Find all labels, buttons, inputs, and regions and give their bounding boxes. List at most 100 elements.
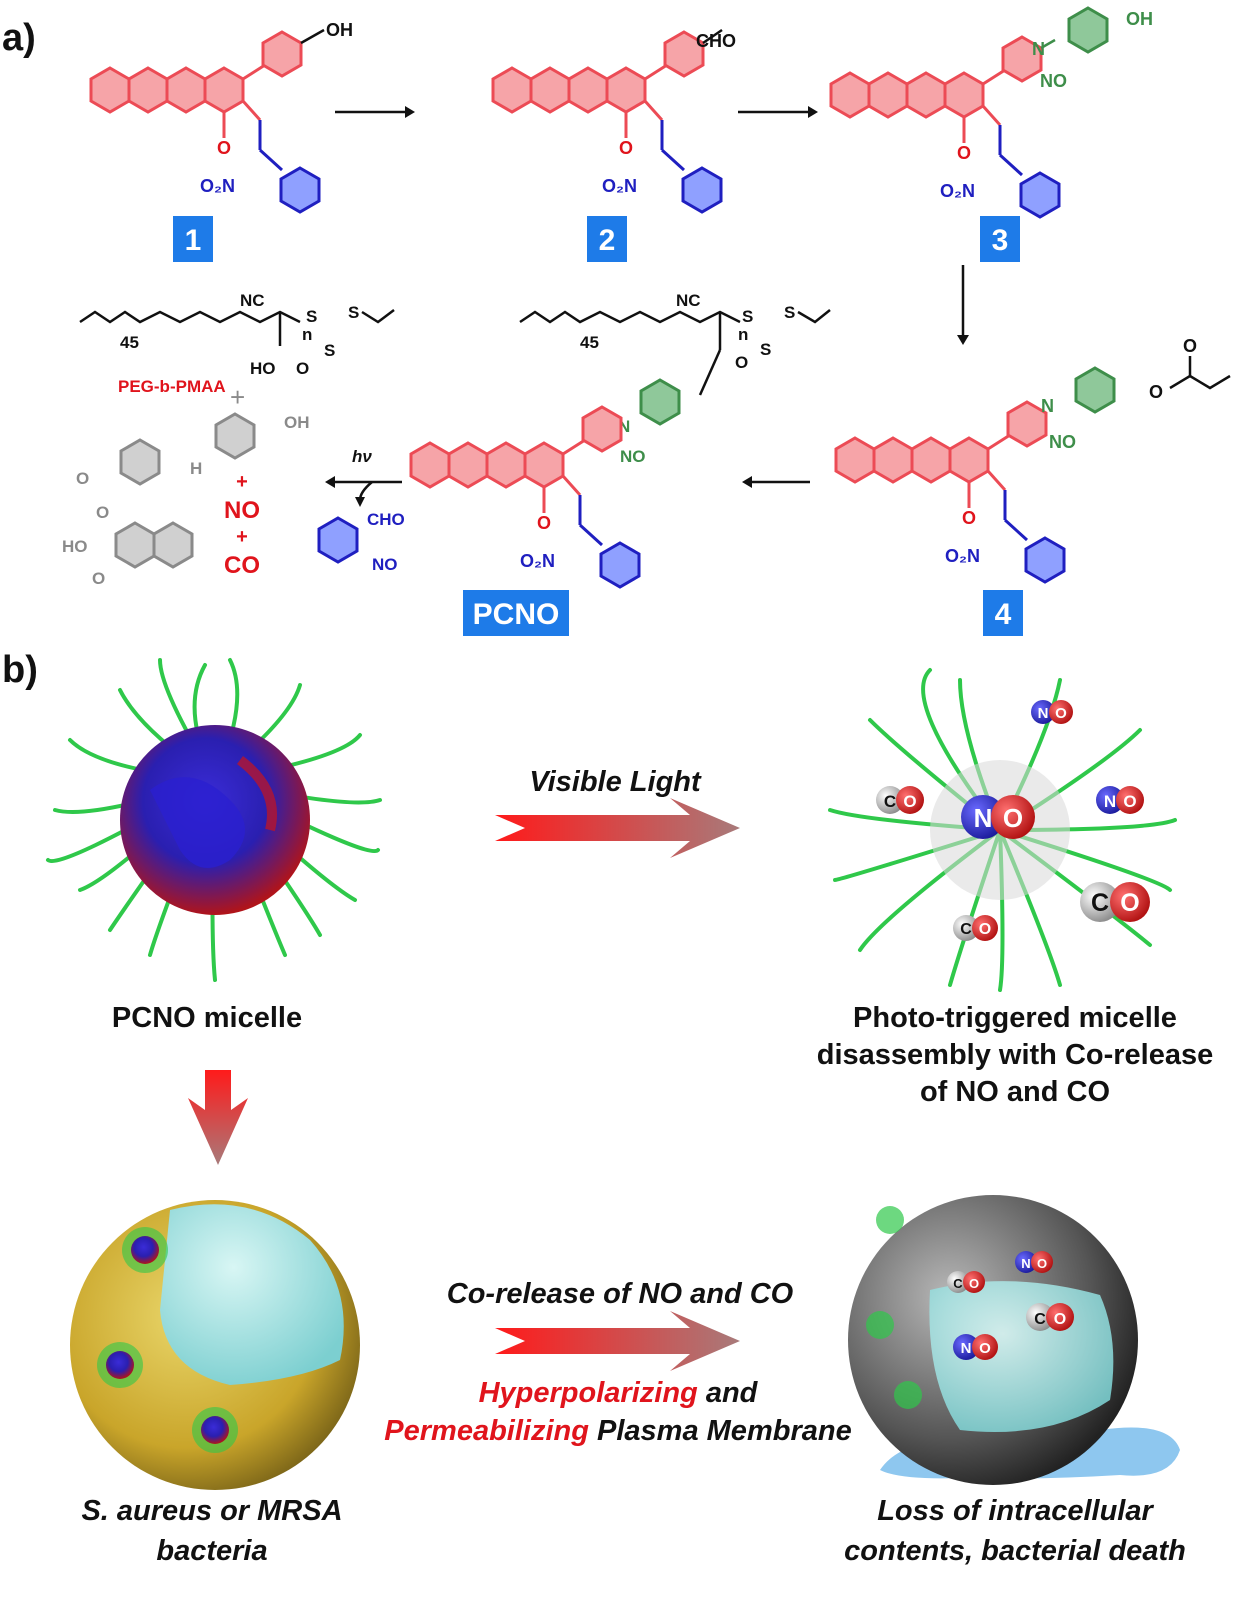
nitro-group: O₂N (940, 181, 975, 201)
trithio-s2: S (784, 303, 795, 322)
nitroso-group: NO (620, 447, 646, 466)
acid-o: O (296, 359, 309, 378)
photolysis-arrow: hν (325, 447, 402, 507)
bacteria-caption-line2: bacteria (156, 1535, 267, 1567)
nitro-group: O₂N (200, 176, 235, 196)
visible-light-arrow (495, 798, 740, 858)
death-caption-line2: contents, bacterial death (844, 1535, 1186, 1567)
no-molecule-small: N O (953, 1334, 998, 1360)
plus-sign: + (230, 382, 245, 412)
no-group: NO (372, 555, 398, 574)
cho-group: CHO (696, 31, 736, 51)
n-atom: N (1021, 1256, 1030, 1271)
pcno-badge (463, 590, 569, 636)
trithio-s1: S (306, 307, 317, 326)
trithio-s1: S (742, 307, 753, 326)
o-atom: O (1120, 889, 1139, 917)
nc-group: NC (676, 291, 701, 310)
membrane-effect-line2: Permeabilizing Plasma Membrane (384, 1415, 851, 1447)
carbonyl-o: O (537, 513, 551, 533)
nitrosobenzaldehyde: CHO NO (317, 510, 405, 574)
disassembly-caption-line3: of NO and CO (920, 1076, 1110, 1108)
ester-o: O (1149, 382, 1163, 402)
panel-b-label: b) (2, 649, 38, 691)
cho-group: CHO (367, 510, 405, 529)
n-atom: N (974, 803, 993, 833)
trithio-s3: S (324, 341, 335, 360)
co-molecule-small: C O (876, 786, 924, 814)
nitro-group: O₂N (520, 551, 555, 571)
amine-n: N (1041, 396, 1054, 416)
pcno-structure: 45 NC n S S S O N NO O O₂N (411, 291, 831, 587)
corelease-label: Co-release of NO and CO (447, 1278, 794, 1310)
compound-3-structure: N NO OH O₂N O (831, 6, 1153, 217)
compound-3-badge (980, 216, 1020, 262)
attached-micelle (97, 1342, 143, 1388)
o-atom: O (969, 1276, 979, 1291)
n-atom: N (1038, 705, 1049, 722)
co-molecule-small: C O (1026, 1303, 1074, 1331)
compound-4-structure: N NO O O O₂N O (836, 336, 1231, 582)
o-atom: O (1055, 705, 1067, 722)
polymer-n: n (738, 325, 748, 344)
c-atom: C (1034, 1311, 1046, 1328)
compound-1-structure: OH O₂N O (91, 20, 353, 212)
oh-group: OH (284, 413, 310, 432)
amine-n: N (1032, 39, 1045, 59)
and-text: and (698, 1377, 759, 1409)
n-atom: N (961, 1340, 972, 1357)
ester-o: O (96, 503, 109, 522)
plus-sign: + (236, 526, 248, 548)
disassembly-caption-line2: disassembly with Co-release (817, 1039, 1214, 1071)
compound-2-badge (587, 216, 627, 262)
o-atom: O (1123, 792, 1136, 811)
hyperpolarizing-text: Hyperpolarizing (479, 1377, 698, 1409)
corelease-arrow (495, 1311, 740, 1371)
peg-pmaa-structure: 45 NC n S S S HO O (79, 291, 395, 378)
trithio-s2: S (348, 303, 359, 322)
peg-subscript: 45 (120, 333, 139, 352)
released-no: NO (224, 497, 260, 524)
micelle-to-bacteria-arrow (188, 1070, 248, 1165)
pcno-label: PCNO (473, 598, 560, 631)
death-caption-line1: Loss of intracellular (877, 1495, 1154, 1527)
nitroso-group: NO (1040, 71, 1067, 91)
c-atom: C (953, 1276, 963, 1291)
o-atom: O (1037, 1256, 1047, 1271)
bacterium-illustration (70, 1200, 360, 1490)
co-molecule-small: C O (947, 1271, 985, 1293)
carbonyl-o: O (217, 138, 231, 158)
carbonyl-o: O (1183, 336, 1197, 356)
compound-3-number: 3 (992, 224, 1009, 257)
o-atom: O (1003, 803, 1023, 833)
o-atom: O (979, 1340, 991, 1357)
no-molecule-small: N O (1096, 786, 1144, 814)
carbonyl-o: O (957, 143, 971, 163)
compound-2-number: 2 (599, 224, 616, 257)
o-atom: O (979, 921, 991, 938)
trithio-s3: S (760, 340, 771, 359)
c-atom: C (884, 792, 896, 811)
released-co: CO (224, 552, 260, 579)
compound-4-number: 4 (995, 598, 1012, 631)
membrane-effect-line1: Hyperpolarizing and (479, 1377, 759, 1409)
acid-ho: HO (250, 359, 276, 378)
nc-group: NC (240, 291, 265, 310)
co-molecule-large: C O (1080, 882, 1150, 922)
oh-group: OH (1126, 9, 1153, 29)
o-atom: O (1054, 1311, 1066, 1328)
amine-h: H (190, 459, 202, 478)
attached-micelle (192, 1407, 238, 1453)
compound-2-structure: CHO O₂N O (493, 28, 736, 212)
visible-light-label: Visible Light (529, 766, 702, 798)
nitro-group: O₂N (945, 546, 980, 566)
no-molecule-small: N O (1031, 700, 1073, 724)
hv-label: hν (352, 447, 372, 466)
c-atom: C (1091, 889, 1109, 917)
n-atom: N (1104, 792, 1116, 811)
gray-photoproduct: H OH O O HO O (62, 412, 310, 588)
o-atom: O (903, 792, 916, 811)
acid-o: O (92, 569, 105, 588)
bacteria-caption-line1: S. aureus or MRSA (81, 1495, 342, 1527)
